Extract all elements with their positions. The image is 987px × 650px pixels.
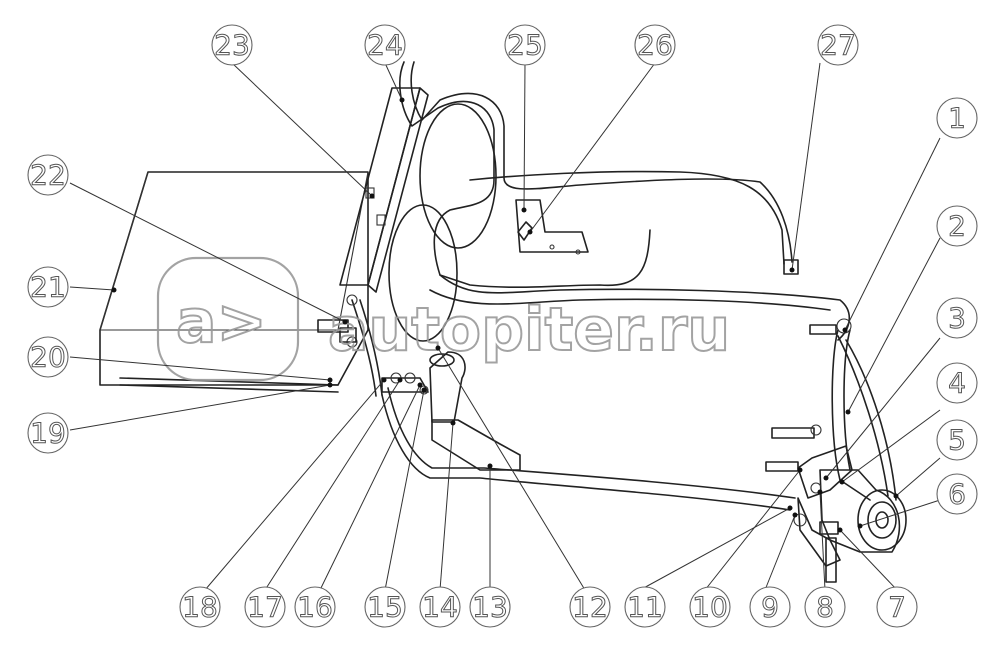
idler-bracket — [765, 318, 853, 583]
svg-text:23: 23 — [214, 29, 250, 62]
callout-16: 16 — [294, 586, 336, 628]
svg-text:9: 9 — [761, 591, 779, 624]
svg-text:16: 16 — [297, 591, 333, 624]
svg-text:24: 24 — [367, 29, 403, 62]
svg-text:4: 4 — [948, 367, 966, 400]
receiver-drier — [429, 351, 521, 471]
svg-text:14: 14 — [422, 591, 458, 624]
callout-13: 13 — [469, 586, 511, 628]
watermark: a> autopiter.ru — [156, 256, 731, 382]
callout-3: 3 — [936, 297, 978, 339]
svg-text:20: 20 — [30, 341, 66, 374]
callout-1: 1 — [936, 97, 978, 139]
callout-4: 4 — [936, 362, 978, 404]
svg-text:13: 13 — [472, 591, 508, 624]
callout-17: 17 — [244, 586, 286, 628]
callout-24: 24 — [364, 24, 406, 66]
upper-bracket — [515, 199, 589, 255]
svg-text:6: 6 — [948, 478, 966, 511]
callouts: 23 24 25 26 27 1 2 3 4 5 6 7 8 9 10 11 1… — [27, 24, 978, 628]
callout-26: 26 — [634, 24, 676, 66]
svg-text:22: 22 — [30, 159, 66, 192]
svg-text:15: 15 — [367, 591, 403, 624]
svg-text:1: 1 — [948, 102, 966, 135]
callout-5: 5 — [936, 419, 978, 461]
left-fittings — [317, 294, 358, 348]
callout-20: 20 — [27, 336, 69, 378]
callout-14: 14 — [419, 586, 461, 628]
callout-21: 21 — [27, 266, 69, 308]
svg-text:2: 2 — [948, 210, 966, 243]
callout-9: 9 — [749, 586, 791, 628]
callout-27: 27 — [817, 24, 859, 66]
leader-lines — [69, 62, 941, 591]
watermark-logo-box — [156, 256, 300, 382]
callout-12: 12 — [569, 586, 611, 628]
lower-bracket — [381, 372, 429, 395]
svg-text:27: 27 — [820, 29, 856, 62]
svg-text:5: 5 — [948, 424, 966, 457]
assembly-drawing — [99, 61, 907, 583]
svg-text:19: 19 — [30, 417, 66, 450]
callout-11: 11 — [624, 586, 666, 628]
radiator-frame — [339, 87, 429, 293]
svg-text:10: 10 — [692, 591, 728, 624]
svg-text:7: 7 — [888, 591, 906, 624]
upper-pipe — [399, 61, 793, 289]
condenser-box — [99, 171, 369, 393]
callout-25: 25 — [504, 24, 546, 66]
svg-text:18: 18 — [182, 591, 218, 624]
main-pipe-loop — [351, 274, 850, 511]
watermark-logo-mark: a> — [176, 287, 267, 357]
drive-belt — [831, 329, 897, 501]
svg-text:17: 17 — [247, 591, 283, 624]
svg-text:3: 3 — [948, 302, 966, 335]
svg-text:25: 25 — [507, 29, 543, 62]
callout-6: 6 — [936, 473, 978, 515]
fan-shroud — [388, 103, 497, 342]
svg-text:8: 8 — [816, 591, 834, 624]
callout-18: 18 — [179, 586, 221, 628]
svg-text:11: 11 — [627, 591, 663, 624]
pipe-end-fitting — [783, 259, 799, 275]
watermark-text: autopiter.ru — [328, 295, 730, 365]
callout-23: 23 — [211, 24, 253, 66]
callout-8: 8 — [804, 586, 846, 628]
callout-10: 10 — [689, 586, 731, 628]
callout-2: 2 — [936, 205, 978, 247]
compressor — [819, 469, 907, 553]
callout-15: 15 — [364, 586, 406, 628]
svg-text:12: 12 — [572, 591, 608, 624]
callout-19: 19 — [27, 412, 69, 454]
svg-text:21: 21 — [30, 271, 66, 304]
anchor-dots — [111, 97, 899, 533]
svg-text:26: 26 — [637, 29, 673, 62]
callout-22: 22 — [27, 154, 69, 196]
callout-7: 7 — [876, 586, 918, 628]
